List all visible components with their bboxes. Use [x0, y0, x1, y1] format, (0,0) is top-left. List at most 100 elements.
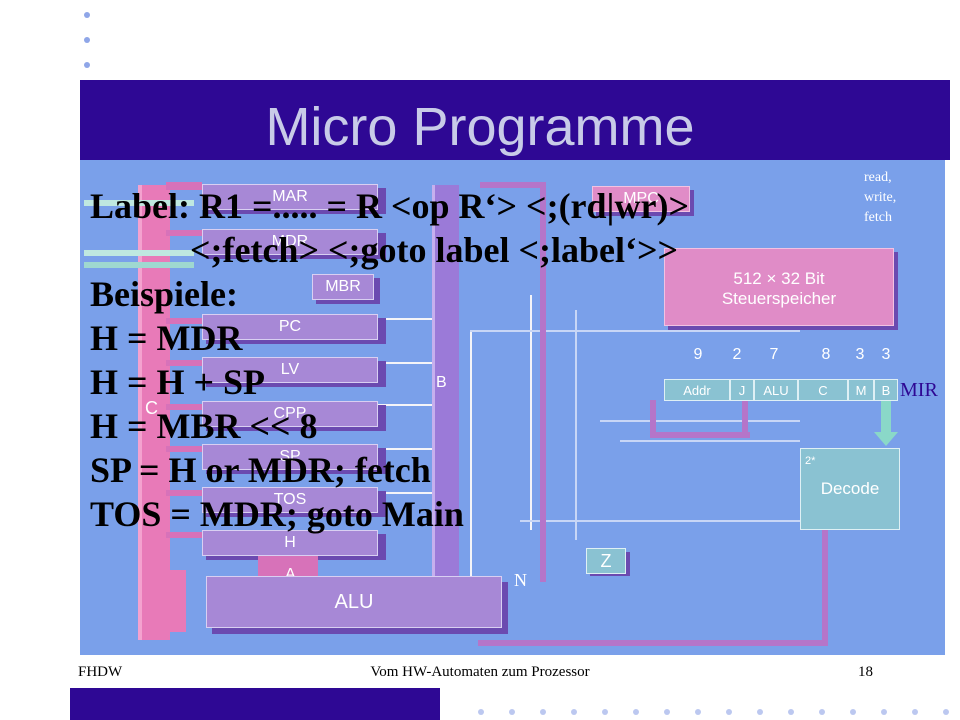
c-bus-arrow [166, 446, 202, 452]
register-sp: SP [202, 444, 378, 470]
decor-dot [912, 709, 918, 715]
bus-c [138, 185, 170, 640]
example-line: TOS = MDR; goto Main [90, 494, 464, 534]
decor-dot [571, 709, 577, 715]
decor-dot [757, 709, 763, 715]
c-bus-arrow [166, 230, 202, 236]
memory-data-line [84, 262, 194, 268]
b-field-arrow [881, 401, 891, 435]
control-store-size: 512 × 32 Bit [733, 269, 825, 288]
decor-dot [788, 709, 794, 715]
control-wire [620, 440, 800, 442]
b-field-arrowhead [874, 432, 898, 446]
slide-title: Micro Programme [265, 97, 695, 157]
register-tos: TOS [202, 487, 378, 513]
mir-field-j: J [730, 379, 754, 401]
control-line-b [540, 182, 546, 582]
decor-dot [478, 709, 484, 715]
register-cpp: CPP [202, 401, 378, 427]
decoder-sub: 2* [805, 455, 816, 467]
c-bus-arrow [166, 360, 202, 366]
control-wire [600, 420, 800, 422]
mir-width-m: 3 [855, 346, 865, 363]
mir-label: MIR [900, 379, 938, 401]
memory-address-line [84, 200, 194, 206]
register-lv: LV [202, 357, 378, 383]
mir-field-addr: Addr [664, 379, 730, 401]
register-mbr: MBR [312, 274, 374, 300]
mir-field-m: M [848, 379, 874, 401]
example-line: H = MBR << 8 [90, 406, 318, 446]
control-wire [375, 318, 435, 320]
example-line: H = MDR [90, 318, 243, 358]
mir-field-c: C [798, 379, 848, 401]
memory-data-line [84, 250, 194, 256]
control-wire [375, 362, 435, 364]
mir-width-alu: 7 [769, 346, 779, 363]
control-wire [375, 492, 435, 494]
decor-dot [664, 709, 670, 715]
c-bus-arrow [166, 490, 202, 496]
syntax-line: Label: R1 =..... = R <op R‘> <;(rd|wr)> [90, 186, 689, 226]
mir-width-addr: 9 [693, 346, 703, 363]
decor-dot [943, 709, 949, 715]
c-bus-arrow [166, 182, 202, 190]
c-bus-arrow [166, 318, 202, 324]
mir-width-j: 2 [732, 346, 742, 363]
decor-dot [850, 709, 856, 715]
mir-field-alu: ALU [754, 379, 798, 401]
mir-width-b: 3 [881, 346, 891, 363]
decor-dot [881, 709, 887, 715]
syntax-line: <;fetch> <;goto label <;label‘>> [190, 230, 678, 270]
memory-signals-label: read, write, fetch [864, 170, 897, 225]
mir-width-c: 8 [821, 346, 831, 363]
control-wire [530, 295, 532, 530]
register-pc: PC [202, 314, 378, 340]
control-store-label: Steuerspeicher [721, 289, 837, 308]
footer-left: FHDW [78, 664, 123, 680]
control-wire [375, 404, 435, 406]
control-wire [470, 330, 472, 580]
decor-dot [602, 709, 608, 715]
addr-feedback [650, 432, 750, 438]
bus-b [432, 185, 459, 580]
n-flag-label: N [514, 570, 527, 590]
micro-syntax-text: Label: R1 =..... = R <op R‘> <;(rd|wr)> … [90, 184, 689, 536]
decor-dot [509, 709, 515, 715]
decor-dot [84, 12, 90, 18]
decoder: 2* Decode [800, 448, 900, 530]
control-line-c [822, 530, 828, 646]
mir-field-b: B [874, 379, 898, 401]
control-store: 512 × 32 Bit Steuerspeicher [664, 248, 894, 326]
j-feedback [742, 400, 748, 438]
bus-c-label: C [145, 398, 158, 418]
mpc-register: MPC [592, 186, 690, 212]
decoder-label: Decode [820, 479, 880, 498]
example-line: SP = H or MDR; fetch [90, 450, 431, 490]
decor-dot [633, 709, 639, 715]
decor-dot [726, 709, 732, 715]
control-line-b [480, 182, 546, 188]
register-mar: MAR [202, 184, 378, 210]
control-line-c [478, 640, 828, 646]
c-bus-arrow [166, 404, 202, 410]
decor-dot [84, 37, 90, 43]
register-h: H [202, 530, 378, 556]
control-wire [520, 520, 800, 522]
page-number: 18 [858, 664, 873, 680]
register-mdr: MDR [202, 229, 378, 255]
control-wire [375, 448, 435, 450]
examples-heading: Beispiele: [90, 274, 238, 314]
bottom-band [70, 688, 440, 720]
z-flag: Z [586, 548, 626, 574]
control-wire [470, 330, 800, 332]
alu-block: ALU [206, 576, 502, 628]
example-line: H = H + SP [90, 362, 266, 402]
shifter-output [166, 570, 186, 632]
bus-a-label: A [285, 566, 296, 583]
decor-dot [540, 709, 546, 715]
c-bus-arrow [166, 532, 202, 538]
bus-b-label: B [436, 374, 447, 391]
title-band [80, 80, 950, 160]
